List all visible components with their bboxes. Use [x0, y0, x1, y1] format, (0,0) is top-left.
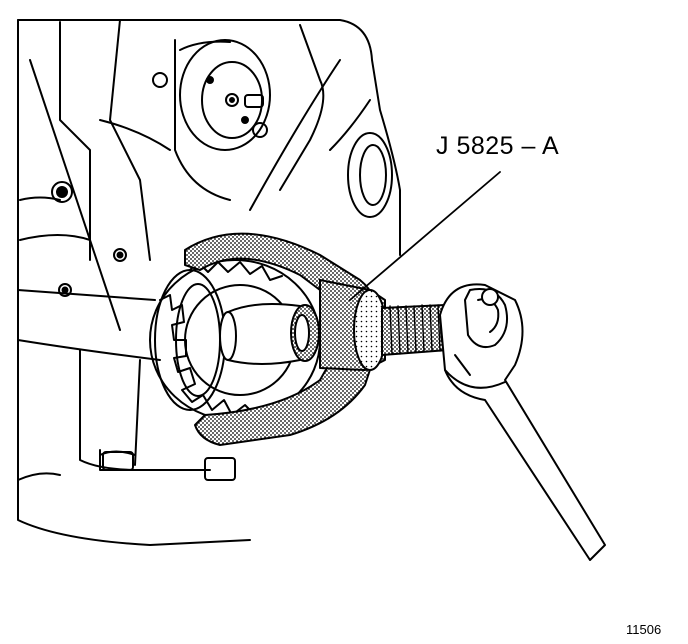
- puller-tool: [184, 232, 387, 446]
- block-bolt-lower: [102, 451, 236, 481]
- seal-opening: [347, 132, 393, 218]
- upper-pulley: [152, 39, 271, 151]
- puller-adapter: [219, 303, 320, 365]
- wrench: [439, 283, 606, 561]
- block-bolt-left: [58, 283, 72, 297]
- engine-block: [17, 19, 401, 546]
- crank-housing-ring: [154, 269, 226, 411]
- block-bolt-upper-left: [51, 181, 73, 203]
- leader-line: [349, 171, 501, 301]
- figure-number: 11506: [626, 622, 662, 637]
- tool-label: J 5825 – A: [436, 132, 560, 160]
- block-bolt-mid: [113, 248, 127, 262]
